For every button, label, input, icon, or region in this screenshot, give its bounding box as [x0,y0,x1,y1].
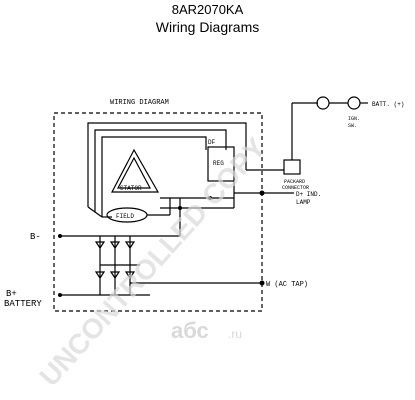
df-label: DF [208,139,216,146]
stator-triangle [111,148,160,193]
logo-text: aбс [171,318,209,343]
b-minus-label: B- [30,232,41,242]
battery-label: BATTERY [4,299,42,309]
alternator-outline [53,112,263,312]
box-title: WIRING DIAGRAM [110,99,169,107]
field-label: FIELD [116,213,134,220]
d-plus-label-1: D+ IND. [296,191,321,198]
packard-label-1: PACKARD [284,179,305,185]
uncontrolled-copy-watermark: UNCONTROLLED COPY [33,132,272,392]
obc-logo-watermark: aбс .ru [171,318,242,343]
stator-label: STATOR [120,185,142,192]
fuse-symbol [316,96,330,110]
b-plus-label: B+ [6,289,17,299]
ign-sw-label-2: SW. [348,123,357,129]
regulator-box [207,146,235,182]
d-plus-label-2: LAMP [296,199,311,206]
wire-mid [94,129,227,212]
ign-sw-label-1: IGN. [348,116,360,122]
diagram-subtitle: Wiring Diagrams [155,19,260,35]
logo-suffix: .ru [228,327,242,341]
wire-inner [101,136,207,217]
w-ac-tap-label: W (AC TAP) [266,281,308,289]
part-number-title: 8AR2070KA [171,2,244,17]
packard-label-2: CONNECTOR [282,185,309,191]
batt-label: BATT. (+) [372,101,404,108]
wire-outer [87,122,247,207]
packard-connector [283,159,301,175]
reg-label: REG [213,160,224,167]
ignition-switch-symbol [347,96,361,110]
